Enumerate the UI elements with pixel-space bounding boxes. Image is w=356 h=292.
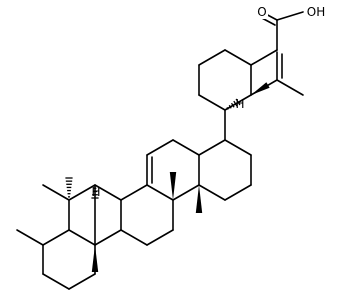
bond-ring-a [68,229,96,246]
bond-ring-e [198,94,226,111]
bond-ring-e [224,49,252,66]
bond-ring-d [198,139,226,156]
carbonyl-oxygen-label: O [257,5,266,19]
hydrogen-label-lower: H [91,185,100,199]
bond-ring-c [172,139,200,156]
bond-layer [16,11,304,290]
hash-stroke [226,107,229,110]
hash-stroke [228,104,232,109]
bond-ring-a [68,273,96,290]
hashed-methyl [65,177,73,198]
hash-stroke [230,102,235,108]
bond-ring-c [146,139,174,156]
bond-ring-b [146,229,174,246]
bond-chain [250,49,278,66]
label-hydrogen-lower-group: H [91,185,100,199]
wedge-isopropenyl [251,82,270,95]
wedge-methyl-ring-a [91,245,99,272]
label-background [306,4,327,19]
bond-ring-b [146,184,174,201]
wedge-methyl-ring-c [169,172,177,200]
wedge-methyl-ring-d [195,185,203,213]
hydroxyl-label: OH [307,5,325,19]
bond-ring-a [42,229,70,246]
bond-ring-b [120,184,148,201]
bond-ring-b [94,229,122,246]
bond-methyl [42,184,70,201]
bond-ring-b [94,184,122,201]
label-hydroxyl-group: OH [306,4,327,19]
bond-methyl [16,229,44,246]
label-carbonyl-oxygen-group: O [256,4,268,19]
label-background [256,4,268,19]
hash-stroke [235,98,241,106]
bond-ring-d [224,139,252,156]
bond-isopropenyl [276,79,304,96]
bond-ring-b [120,229,148,246]
bond-ring-c [172,184,200,201]
bond-ring-a [42,273,70,290]
hashed-bond-h-lower [91,187,99,199]
bond-ring-d [198,184,226,201]
hash-stroke [233,100,238,107]
bond-ring-d [224,184,252,201]
bond-ring-a [68,184,96,201]
bond-hydroxyl [276,11,304,21]
hydrogen-label-upper: H [235,97,244,111]
bond-ring-e [198,49,226,66]
hashed-bond-h-upper [226,98,241,110]
label-hydrogen-upper-group: H [235,97,244,111]
